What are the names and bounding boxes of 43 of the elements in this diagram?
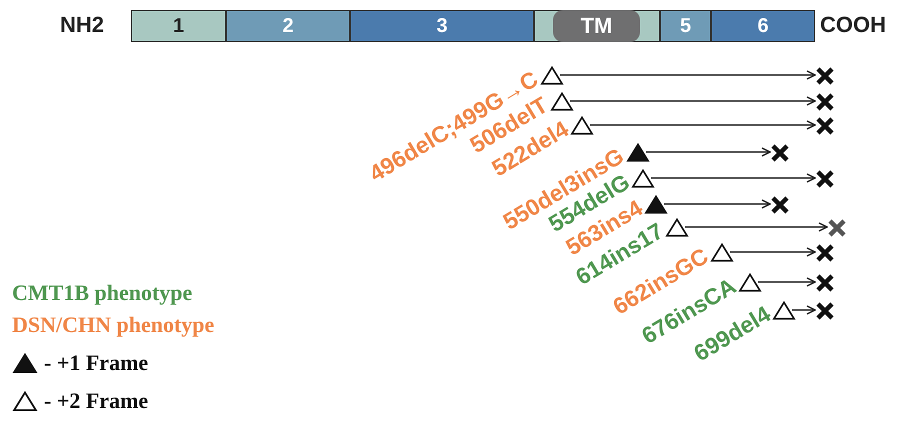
transmembrane-domain: TM [553, 10, 640, 42]
arrow [685, 222, 828, 232]
stop-cross-mark [815, 66, 835, 86]
open-triangle-marker [772, 301, 796, 321]
open-triangle-marker [665, 218, 689, 238]
arrow [730, 247, 816, 257]
stop-cross-mark [815, 243, 835, 263]
open-triangle-marker [738, 273, 762, 293]
arrow [560, 70, 816, 80]
protein-domain [534, 10, 660, 42]
protein-domain: 1 [131, 10, 226, 42]
protein-domain: 2 [226, 10, 350, 42]
stop-cross-mark [815, 301, 835, 321]
open-triangle-marker [631, 169, 655, 189]
arrow [758, 277, 816, 287]
stop-cross-mark [815, 116, 835, 136]
stop-cross-mark [770, 195, 790, 215]
arrow [792, 305, 816, 315]
arrow [651, 173, 816, 183]
open-triangle-marker [710, 243, 734, 263]
filled-triangle-marker [626, 143, 650, 163]
arrow [570, 96, 816, 106]
arrow [646, 147, 771, 157]
legend-text: - +1 Frame [44, 350, 148, 376]
terminus-label: COOH [820, 12, 886, 38]
legend-text: - +2 Frame [44, 388, 148, 414]
stop-cross-mark [770, 143, 790, 163]
open-triangle-marker [540, 66, 564, 86]
stop-cross-mark [815, 92, 835, 112]
stop-cross-mark [815, 169, 835, 189]
open-triangle-marker [550, 92, 574, 112]
legend-text: CMT1B phenotype [12, 280, 192, 306]
open-triangle-marker [570, 116, 594, 136]
legend-text: DSN/CHN phenotype [12, 312, 214, 338]
terminus-label: NH2 [60, 12, 104, 38]
protein-domain: 3 [350, 10, 534, 42]
filled-triangle-marker [644, 195, 668, 215]
stop-cross-mark [827, 218, 847, 238]
protein-domain: 6 [711, 10, 815, 42]
arrow [664, 199, 771, 209]
protein-domain: 5 [660, 10, 711, 42]
arrow [590, 120, 816, 130]
stop-cross-mark [815, 273, 835, 293]
